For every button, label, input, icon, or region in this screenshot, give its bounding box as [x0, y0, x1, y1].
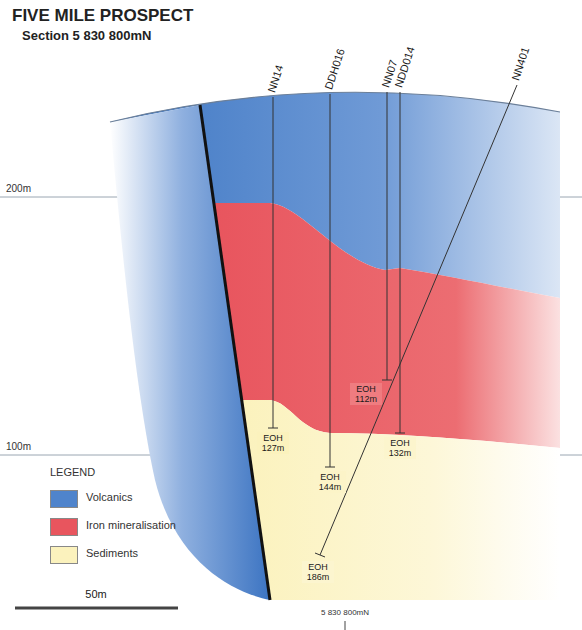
scale-label: 50m: [85, 588, 106, 600]
legend-swatch: [50, 490, 78, 508]
section-subtitle: Section 5 830 800mN: [22, 28, 151, 43]
drill-holes: [268, 85, 517, 557]
elevation-label: 100m: [6, 441, 31, 452]
end-of-hole-label: EOH 112m: [350, 383, 382, 405]
legend-swatch: [50, 518, 78, 536]
end-of-hole-label: EOH 144m: [314, 471, 346, 493]
ground-surface: [110, 92, 560, 122]
legend-heading: LEGEND: [50, 466, 95, 478]
drill-hole-name: NN14: [265, 63, 285, 93]
legend-text: Iron mineralisation: [86, 519, 176, 531]
legend-text: Sediments: [86, 547, 138, 559]
sediments-unit: [242, 400, 560, 600]
northing-tick: [345, 621, 346, 630]
end-of-hole-label: EOH 132m: [384, 437, 416, 459]
elevation-label: 200m: [6, 183, 31, 194]
end-of-hole-label: EOH 186m: [302, 561, 334, 583]
northing-label: 5 830 800mN: [321, 608, 369, 617]
end-of-hole-label: EOH 127m: [257, 432, 289, 454]
legend-text: Volcanics: [86, 491, 132, 503]
diagram-title: FIVE MILE PROSPECT: [12, 6, 193, 26]
fault-line: [200, 105, 270, 600]
legend-swatch: [50, 546, 78, 564]
drill-hole-name: NN401: [509, 46, 531, 82]
drill-hole-name: DDH016: [322, 47, 346, 91]
scale-bar: [15, 607, 178, 610]
